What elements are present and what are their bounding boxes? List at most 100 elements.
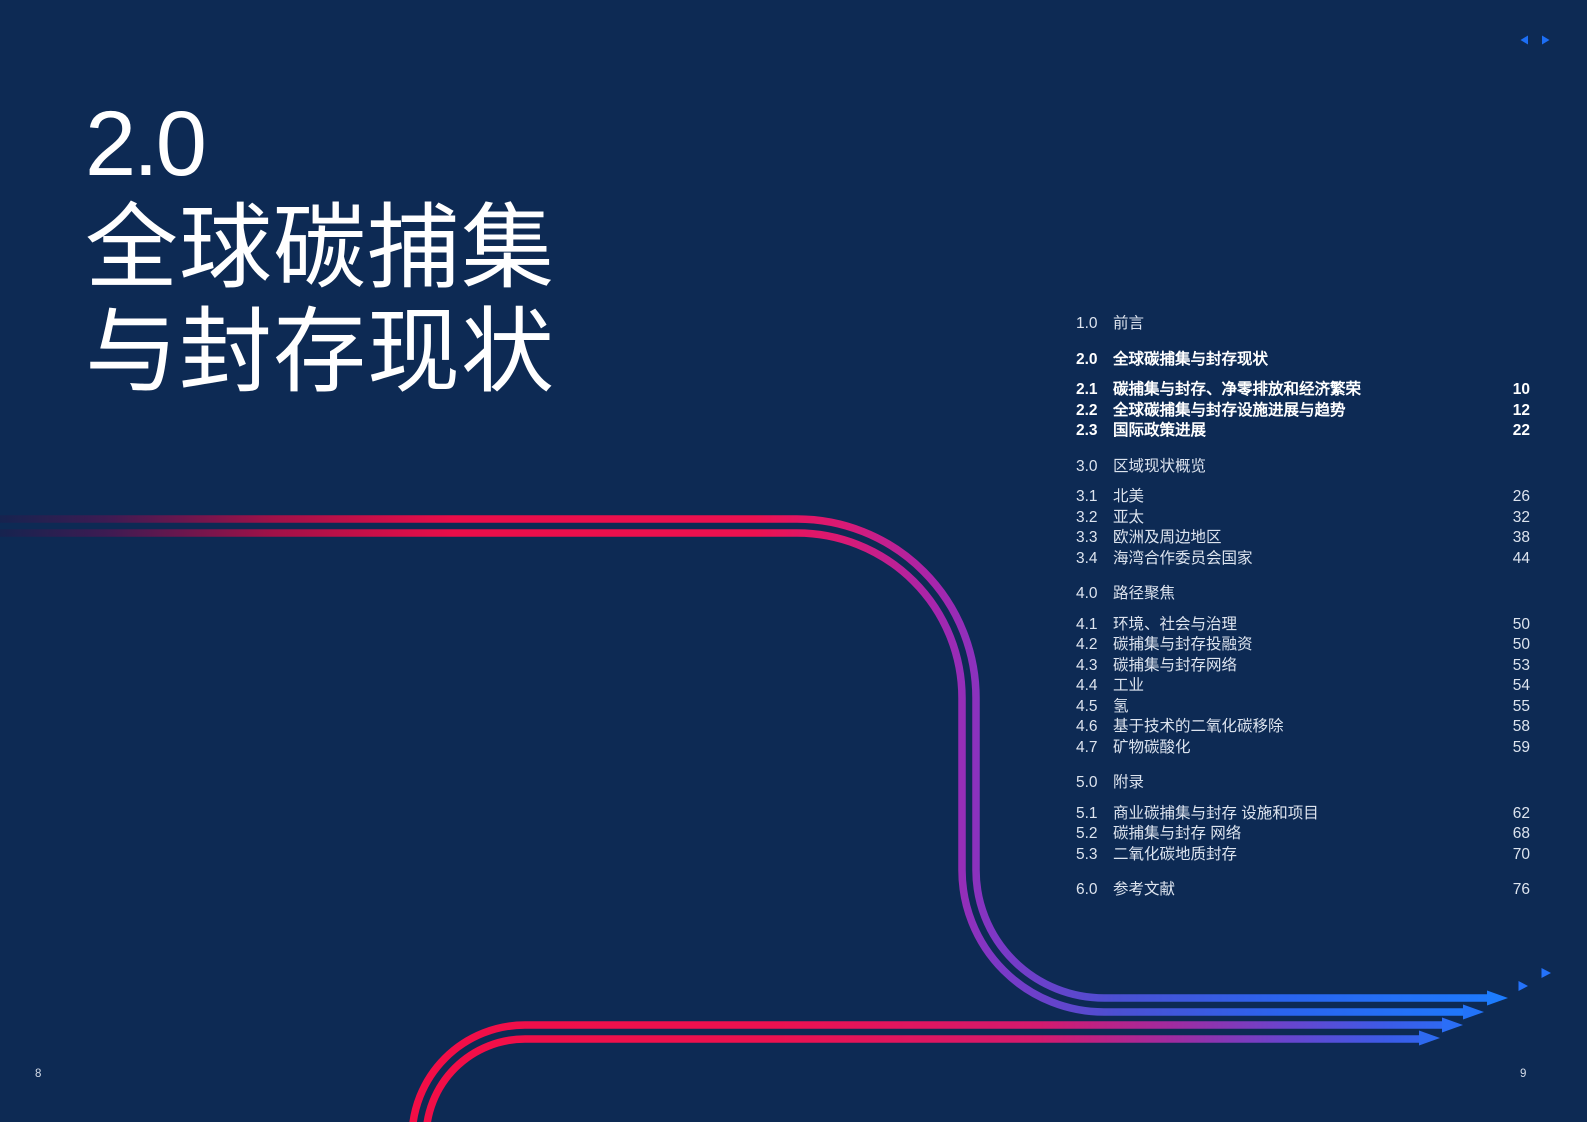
right-triangle-icon <box>1540 967 1552 979</box>
toc-row[interactable]: 4.0 路径聚焦 <box>1076 584 1530 605</box>
forward-arrow-small[interactable] <box>1540 967 1552 979</box>
toc-section-title: 北美 <box>1113 488 1145 505</box>
toc-section-number: 5.2 <box>1076 825 1098 842</box>
toc-page-number: 70 <box>1512 845 1530 863</box>
flow-arrowhead-b2 <box>1419 1030 1440 1046</box>
toc-page-number: 10 <box>1512 381 1530 398</box>
toc-section-number: 2.2 <box>1076 401 1098 419</box>
toc-section-number: 3.3 <box>1076 529 1098 546</box>
toc-section-number: 3.1 <box>1076 488 1098 505</box>
toc-section-title: 基于技术的二氧化碳移除 <box>1113 718 1284 735</box>
page-number-right: 9 <box>1520 1068 1527 1080</box>
toc-section-title: 碳捕集与封存投融资 <box>1113 636 1253 653</box>
prev-page-button[interactable] <box>1518 34 1530 46</box>
toc-page-number: 32 <box>1512 508 1530 526</box>
flow-arrowhead-a2 <box>1463 1004 1484 1020</box>
toc-page-number: 59 <box>1512 738 1530 756</box>
toc-section-number: 5.1 <box>1076 804 1098 822</box>
toc-row[interactable]: 1.0 前言 <box>1076 314 1530 335</box>
right-triangle-icon <box>1540 34 1552 46</box>
toc-row[interactable]: 3.2 亚太 32 <box>1076 508 1530 529</box>
toc-section-title: 全球碳捕集与封存现状 <box>1113 350 1269 368</box>
toc-page-number: 26 <box>1512 488 1530 505</box>
toc-section-title: 区域现状概览 <box>1113 457 1207 475</box>
toc-section-number: 4.5 <box>1076 697 1098 715</box>
toc-section-title: 氢 <box>1113 697 1129 715</box>
toc-page-number: 58 <box>1512 718 1530 735</box>
toc-section-title: 路径聚焦 <box>1113 585 1176 602</box>
toc-row[interactable]: 2.1 碳捕集与封存、净零排放和经济繁荣 10 <box>1076 380 1530 401</box>
toc-page-number: 76 <box>1512 881 1530 898</box>
flow-arrowhead-a1 <box>1487 990 1508 1006</box>
toc-row[interactable]: 4.3 碳捕集与封存网络 53 <box>1076 656 1530 677</box>
toc-page-number: 68 <box>1512 825 1530 842</box>
toc-page-number: 53 <box>1512 656 1530 674</box>
toc-row[interactable]: 4.2 碳捕集与封存投融资 50 <box>1076 635 1530 656</box>
toc-page-number: 50 <box>1512 636 1530 653</box>
flow-line-a2 <box>0 529 1466 1016</box>
toc-section-title: 碳捕集与封存、净零排放和经济繁荣 <box>1113 381 1362 398</box>
toc-section-title: 工业 <box>1113 677 1145 694</box>
toc-section-number: 4.2 <box>1076 636 1098 653</box>
toc-section-number: 4.3 <box>1076 656 1098 674</box>
toc-section-title: 碳捕集与封存 网络 <box>1113 825 1242 842</box>
page-number-left: 8 <box>35 1068 42 1080</box>
next-page-button[interactable] <box>1540 34 1552 46</box>
forward-arrow-small[interactable] <box>1517 980 1529 992</box>
toc-page-number: 44 <box>1512 549 1530 567</box>
flow-line-b2 <box>423 1035 1422 1122</box>
toc-group: 4.0 路径聚焦 <box>1076 584 1530 605</box>
toc-row[interactable]: 3.3 欧洲及周边地区 38 <box>1076 528 1530 549</box>
toc-page-number: 22 <box>1512 422 1530 439</box>
flow-arrowhead-b1 <box>1442 1017 1463 1033</box>
toc-row[interactable]: 5.2 碳捕集与封存 网络 68 <box>1076 824 1530 845</box>
toc-row[interactable]: 5.0 附录 <box>1076 773 1530 794</box>
toc-group: 5.0 附录 <box>1076 773 1530 794</box>
toc-section-title: 矿物碳酸化 <box>1113 738 1191 756</box>
toc-row[interactable]: 4.7 矿物碳酸化 59 <box>1076 738 1530 759</box>
toc-page-number: 38 <box>1512 529 1530 546</box>
flow-line-a1 <box>0 515 1490 1002</box>
chapter-title-line-2: 与封存现状 <box>85 299 555 404</box>
toc-row[interactable]: 2.0 全球碳捕集与封存现状 <box>1076 350 1530 371</box>
chapter-header: 2.0 全球碳捕集 与封存现状 <box>85 93 555 404</box>
toc-section-number: 4.7 <box>1076 738 1098 756</box>
toc-section-title: 亚太 <box>1113 508 1145 526</box>
toc-section-title: 环境、社会与治理 <box>1113 615 1238 633</box>
toc-section-number: 1.0 <box>1076 315 1098 332</box>
chapter-title: 全球碳捕集 与封存现状 <box>85 196 555 404</box>
toc-page-number: 55 <box>1512 697 1530 715</box>
toc-section-title: 欧洲及周边地区 <box>1113 529 1222 546</box>
toc-section-number: 4.0 <box>1076 585 1098 602</box>
toc-section-number: 6.0 <box>1076 881 1098 898</box>
toc-section-number: 3.2 <box>1076 508 1098 526</box>
left-triangle-icon <box>1518 34 1530 46</box>
toc-section-title: 国际政策进展 <box>1113 422 1207 439</box>
toc-row[interactable]: 4.5 氢 55 <box>1076 697 1530 718</box>
toc-section-title: 前言 <box>1113 315 1145 332</box>
toc-section-title: 附录 <box>1113 774 1145 791</box>
toc-page-number: 12 <box>1512 401 1530 419</box>
toc-section-title: 商业碳捕集与封存 设施和项目 <box>1113 804 1319 822</box>
toc-section-number: 2.0 <box>1076 350 1098 368</box>
chapter-number: 2.0 <box>85 93 207 195</box>
toc-row[interactable]: 3.1 北美 26 <box>1076 487 1530 508</box>
toc-section-number: 2.1 <box>1076 381 1098 398</box>
toc-section-number: 4.1 <box>1076 615 1098 633</box>
toc-section-number: 5.0 <box>1076 774 1098 791</box>
toc-section-title: 碳捕集与封存网络 <box>1113 656 1238 674</box>
